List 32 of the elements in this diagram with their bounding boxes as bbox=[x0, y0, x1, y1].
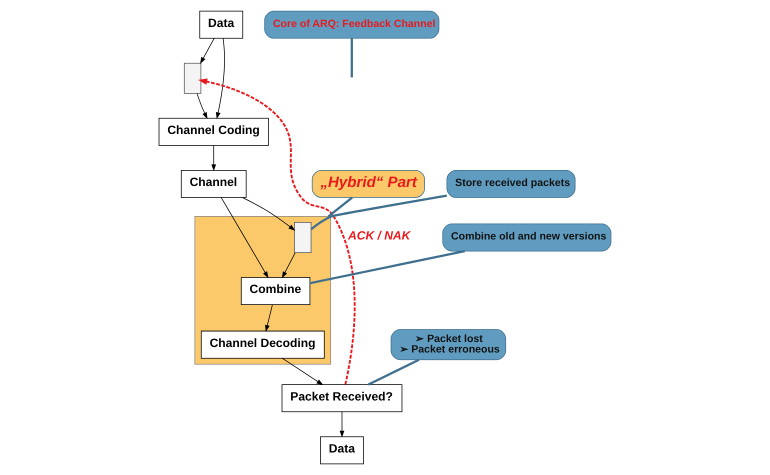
node-box: Combine bbox=[240, 277, 310, 306]
node-box: ➢ Packet lost ➢ Packet erroneous bbox=[390, 329, 506, 360]
node-box bbox=[184, 62, 202, 94]
arrow bbox=[211, 145, 216, 172]
arrow bbox=[200, 38, 215, 64]
node-box bbox=[294, 222, 312, 253]
node-box: Channel Decoding bbox=[200, 330, 325, 359]
connector bbox=[310, 250, 465, 284]
arrow bbox=[216, 38, 225, 120]
arrow bbox=[220, 197, 269, 278]
cluster bbox=[194, 216, 332, 365]
node-box: Store received packets bbox=[446, 170, 576, 198]
connector bbox=[328, 196, 353, 218]
arrow bbox=[282, 358, 324, 386]
node-box: Data bbox=[199, 10, 244, 39]
node-box: Combine old and new versions bbox=[442, 224, 612, 252]
arrow bbox=[196, 93, 208, 120]
node-box: Channel Coding bbox=[158, 118, 269, 146]
arrow bbox=[282, 252, 296, 278]
edge-label: ACK / NAK bbox=[348, 228, 410, 243]
arrow bbox=[265, 304, 273, 332]
connector bbox=[310, 194, 447, 230]
node-box: Core of ARQ: Feedback Channel bbox=[264, 10, 440, 39]
arrow bbox=[242, 197, 296, 231]
node-box: Data bbox=[320, 436, 364, 464]
connector bbox=[368, 358, 420, 386]
node-box: Channel bbox=[180, 170, 247, 198]
arrow bbox=[340, 412, 344, 438]
connector bbox=[350, 38, 353, 78]
arrow bbox=[198, 78, 356, 385]
node-box: Packet Received? bbox=[282, 384, 402, 412]
node-box: „Hybrid“ Part bbox=[312, 170, 425, 198]
